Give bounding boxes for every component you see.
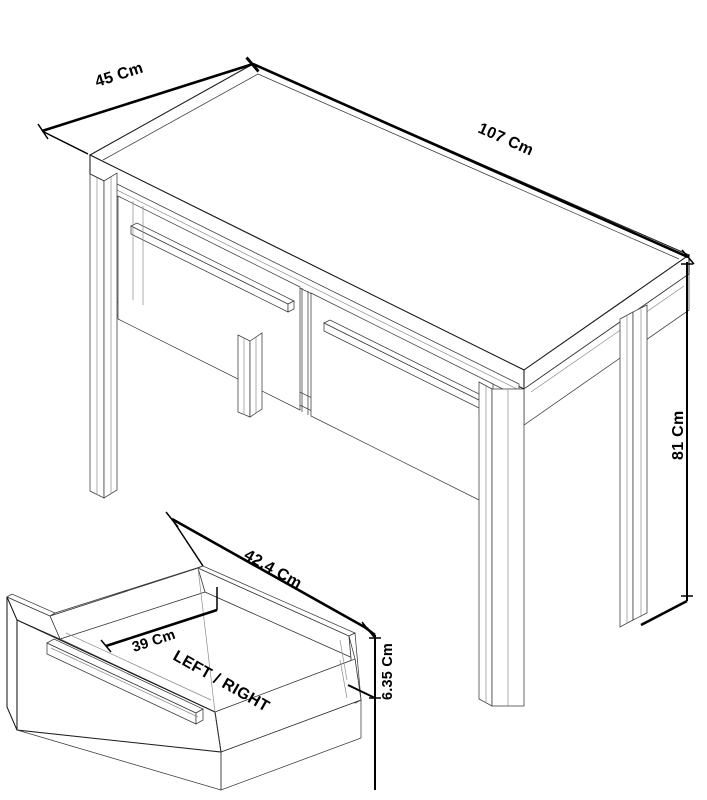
table-top-panel: [88, 63, 691, 391]
drawer-front-panel-left-edge: [6, 596, 18, 731]
drawer-interior-corner-b: [339, 639, 348, 681]
dimension-height-81-label: 81 Cm: [670, 410, 687, 460]
leg-back-left: [132, 201, 144, 305]
drawer-handle-left[interactable]: [130, 222, 295, 313]
leg-back-right-side: [632, 304, 648, 621]
drawer-interior-corner-c: [339, 659, 348, 699]
drawer-box-handle-scribe: [50, 647, 199, 718]
leg-front-left: [89, 172, 118, 499]
dimension-depth-45-ext-a: [41, 130, 89, 155]
leg-middle: [237, 332, 263, 418]
drawer-handle-left-end: [287, 300, 295, 313]
dimension-drawer-depth-39-line: [105, 608, 218, 648]
drawer-box-group: [6, 565, 362, 791]
leg-back-right-face: [619, 311, 634, 628]
dimension-drawer-height-635-leader-top: [361, 623, 376, 637]
dimension-width-107-tick-start: [246, 56, 260, 72]
dimension-drawer-width-424-label: 42.4 Cm: [241, 547, 305, 593]
dimension-drawer-height-635-leader-bottom: [347, 684, 376, 699]
tabletop-seam-left: [102, 73, 259, 161]
drawer-bottom-seam-a: [65, 632, 212, 701]
drawer-box-handle[interactable]: [46, 638, 204, 725]
dimension-height-81: 81 Cm: [640, 262, 693, 627]
dimension-depth-45-line: [41, 62, 254, 133]
front-apron-rail-scribe: [112, 187, 520, 391]
dimension-drawer-height-635-label: 6.35 Cm: [380, 643, 396, 700]
right-apron-scribe: [530, 285, 685, 393]
leg-front-left-side: [103, 172, 118, 499]
leg-front-right: [478, 381, 525, 707]
drawer-interior-corner-a: [197, 567, 216, 713]
dimension-drawer-depth-39-tick-start: [100, 639, 112, 653]
drawer-fronts-group: [117, 195, 494, 508]
drawer-front-left-return-top: [6, 593, 56, 617]
dimension-drawer-width-424-ext: [171, 518, 204, 567]
dimension-drawer-height-635: 6.35 Cm: [347, 623, 396, 790]
leg-back-right: [619, 304, 648, 628]
dimension-width-107-label: 107 Cm: [475, 120, 536, 159]
dimension-width-107-line: [252, 62, 689, 259]
drawer-box-handle-end: [195, 708, 204, 725]
leg-front-right-face: [478, 381, 493, 707]
dimension-width-107-ext-a: [687, 254, 690, 258]
drawer-front-panel-right-join: [214, 711, 222, 753]
dimension-drawer-width-424-line: [171, 517, 369, 631]
dimension-height-81-leader: [640, 599, 688, 627]
dimension-depth-45-label: 45 Cm: [93, 60, 145, 91]
tabletop-seam-back: [257, 73, 680, 260]
table-legs-group: [89, 172, 648, 707]
dimension-depth-45-tick-end: [245, 57, 259, 73]
drawer-front-panel-right-side: [220, 699, 362, 791]
